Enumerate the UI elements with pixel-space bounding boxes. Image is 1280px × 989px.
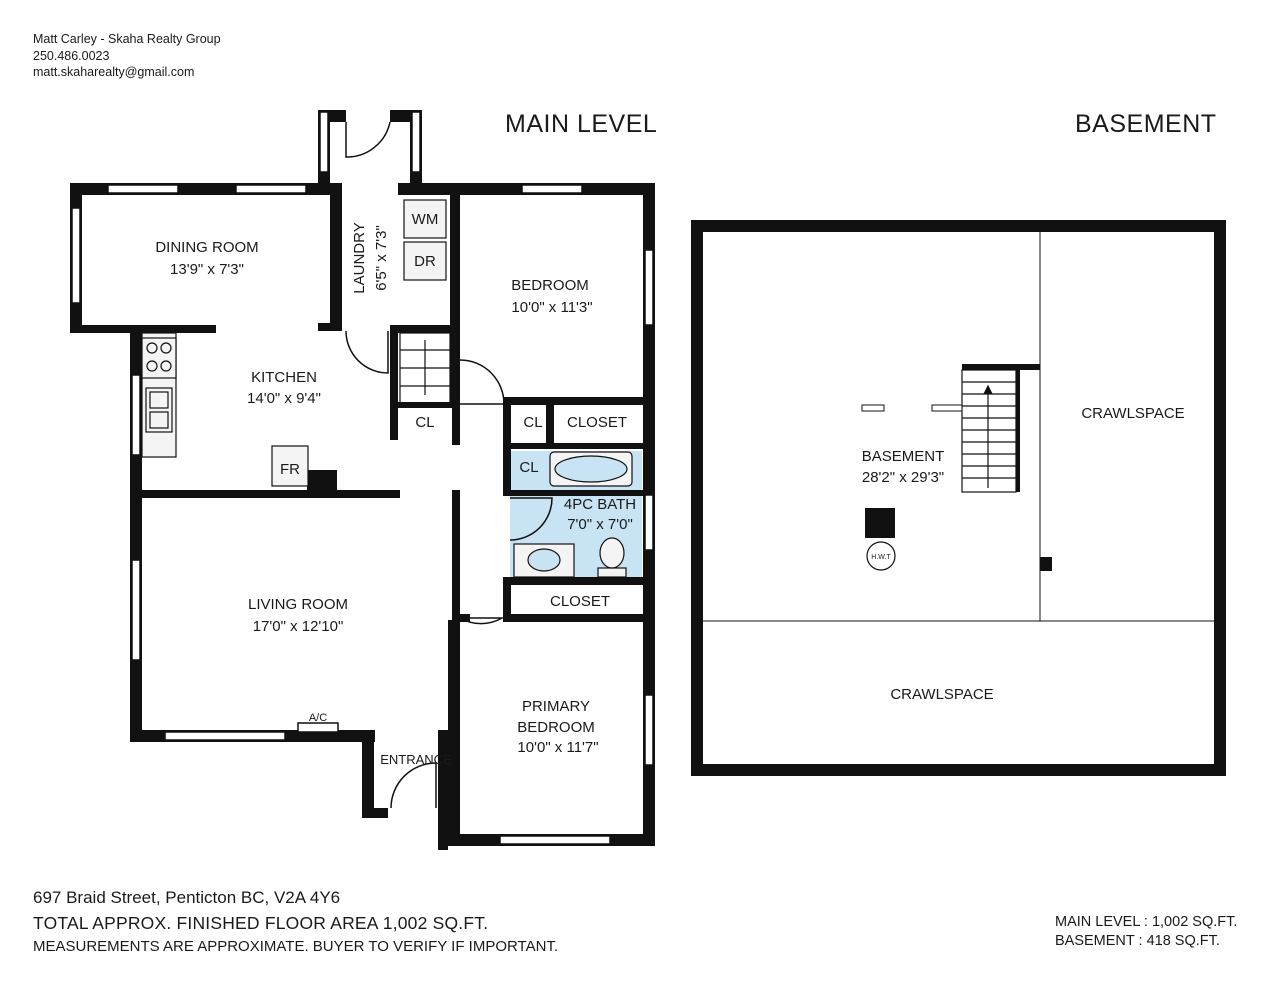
basement-dims: 28'2" x 29'3" (862, 469, 944, 486)
total-area: TOTAL APPROX. FINISHED FLOOR AREA 1,002 … (33, 913, 489, 933)
bath-fixtures (513, 451, 633, 578)
kitchen-dims: 14'0" x 9'4" (247, 390, 321, 407)
hwt-label: H.W.T (871, 554, 891, 561)
primary-bedroom-name-2: BEDROOM (517, 719, 595, 736)
bath-dims: 7'0" x 7'0" (567, 516, 633, 533)
basement-name: BASEMENT (862, 448, 945, 465)
living-room-dims: 17'0" x 12'10" (253, 618, 344, 635)
main-level-title: MAIN LEVEL (505, 110, 658, 138)
laundry-name: LAUNDRY (351, 222, 368, 293)
crawlspace-right: CRAWLSPACE (1081, 405, 1184, 422)
property-address: 697 Braid Street, Penticton BC, V2A 4Y6 (33, 888, 341, 907)
agent-name: Matt Carley - Skaha Realty Group (33, 32, 221, 46)
bedroom-name: BEDROOM (511, 277, 589, 294)
agent-email: matt.skaharealty@gmail.com (33, 65, 195, 79)
closet-primary: CLOSET (550, 593, 610, 610)
dryer-label: DR (414, 253, 436, 270)
main-level-windows (71, 111, 654, 845)
fridge-label: FR (280, 461, 300, 478)
main-level-doors (345, 121, 553, 809)
kitchen-fixtures (141, 199, 447, 487)
closet-cl-bedroom: CL (523, 414, 542, 431)
entrance-label: ENTRANCE (380, 752, 452, 767)
kitchen-name: KITCHEN (251, 369, 317, 386)
agent-phone: 250.486.0023 (33, 48, 110, 63)
closet-cl-laundry: CL (415, 414, 434, 431)
bath-name: 4PC BATH (564, 496, 636, 513)
dining-room-name: DINING ROOM (155, 239, 258, 256)
bedroom-dims: 10'0" x 11'3" (511, 299, 592, 316)
dining-room-dims: 13'9" x 7'3" (170, 261, 244, 278)
property-info: 697 Braid Street, Penticton BC, V2A 4Y6 … (33, 886, 558, 958)
closet-bedroom: CLOSET (567, 414, 627, 431)
ac-label: A/C (309, 712, 327, 724)
basement-labels: BASEMENT 28'2" x 29'3" H.W.T CRAWLSPACE … (862, 405, 1185, 703)
laundry-dims: 6'5" x 7'3" (373, 225, 390, 291)
disclaimer: MEASUREMENTS ARE APPROXIMATE. BUYER TO V… (33, 938, 559, 955)
main-level-labels: DINING ROOM 13'9" x 7'3" LAUNDRY 6'5" x … (155, 211, 636, 767)
basement-walls (691, 220, 1226, 776)
primary-bedroom-dims: 10'0" x 11'7" (517, 739, 598, 756)
main-stairs (399, 332, 451, 404)
crawlspace-bottom: CRAWLSPACE (890, 686, 993, 703)
closet-cl-bath: CL (519, 459, 538, 476)
area-summary: MAIN LEVEL : 1,002 SQ.FT. BASEMENT : 418… (1055, 913, 1237, 951)
basement-title: BASEMENT (1075, 110, 1217, 138)
basement-fixtures (861, 404, 963, 571)
agent-contact: Matt Carley - Skaha Realty Group 250.486… (33, 31, 221, 81)
washer-label: WM (412, 211, 439, 228)
basement-stairs (961, 369, 1017, 493)
main-level-area: MAIN LEVEL : 1,002 SQ.FT. (1055, 914, 1238, 930)
living-room-name: LIVING ROOM (248, 596, 348, 613)
primary-bedroom-name-1: PRIMARY (522, 698, 590, 715)
basement-area: BASEMENT : 418 SQ.FT. (1055, 933, 1220, 949)
